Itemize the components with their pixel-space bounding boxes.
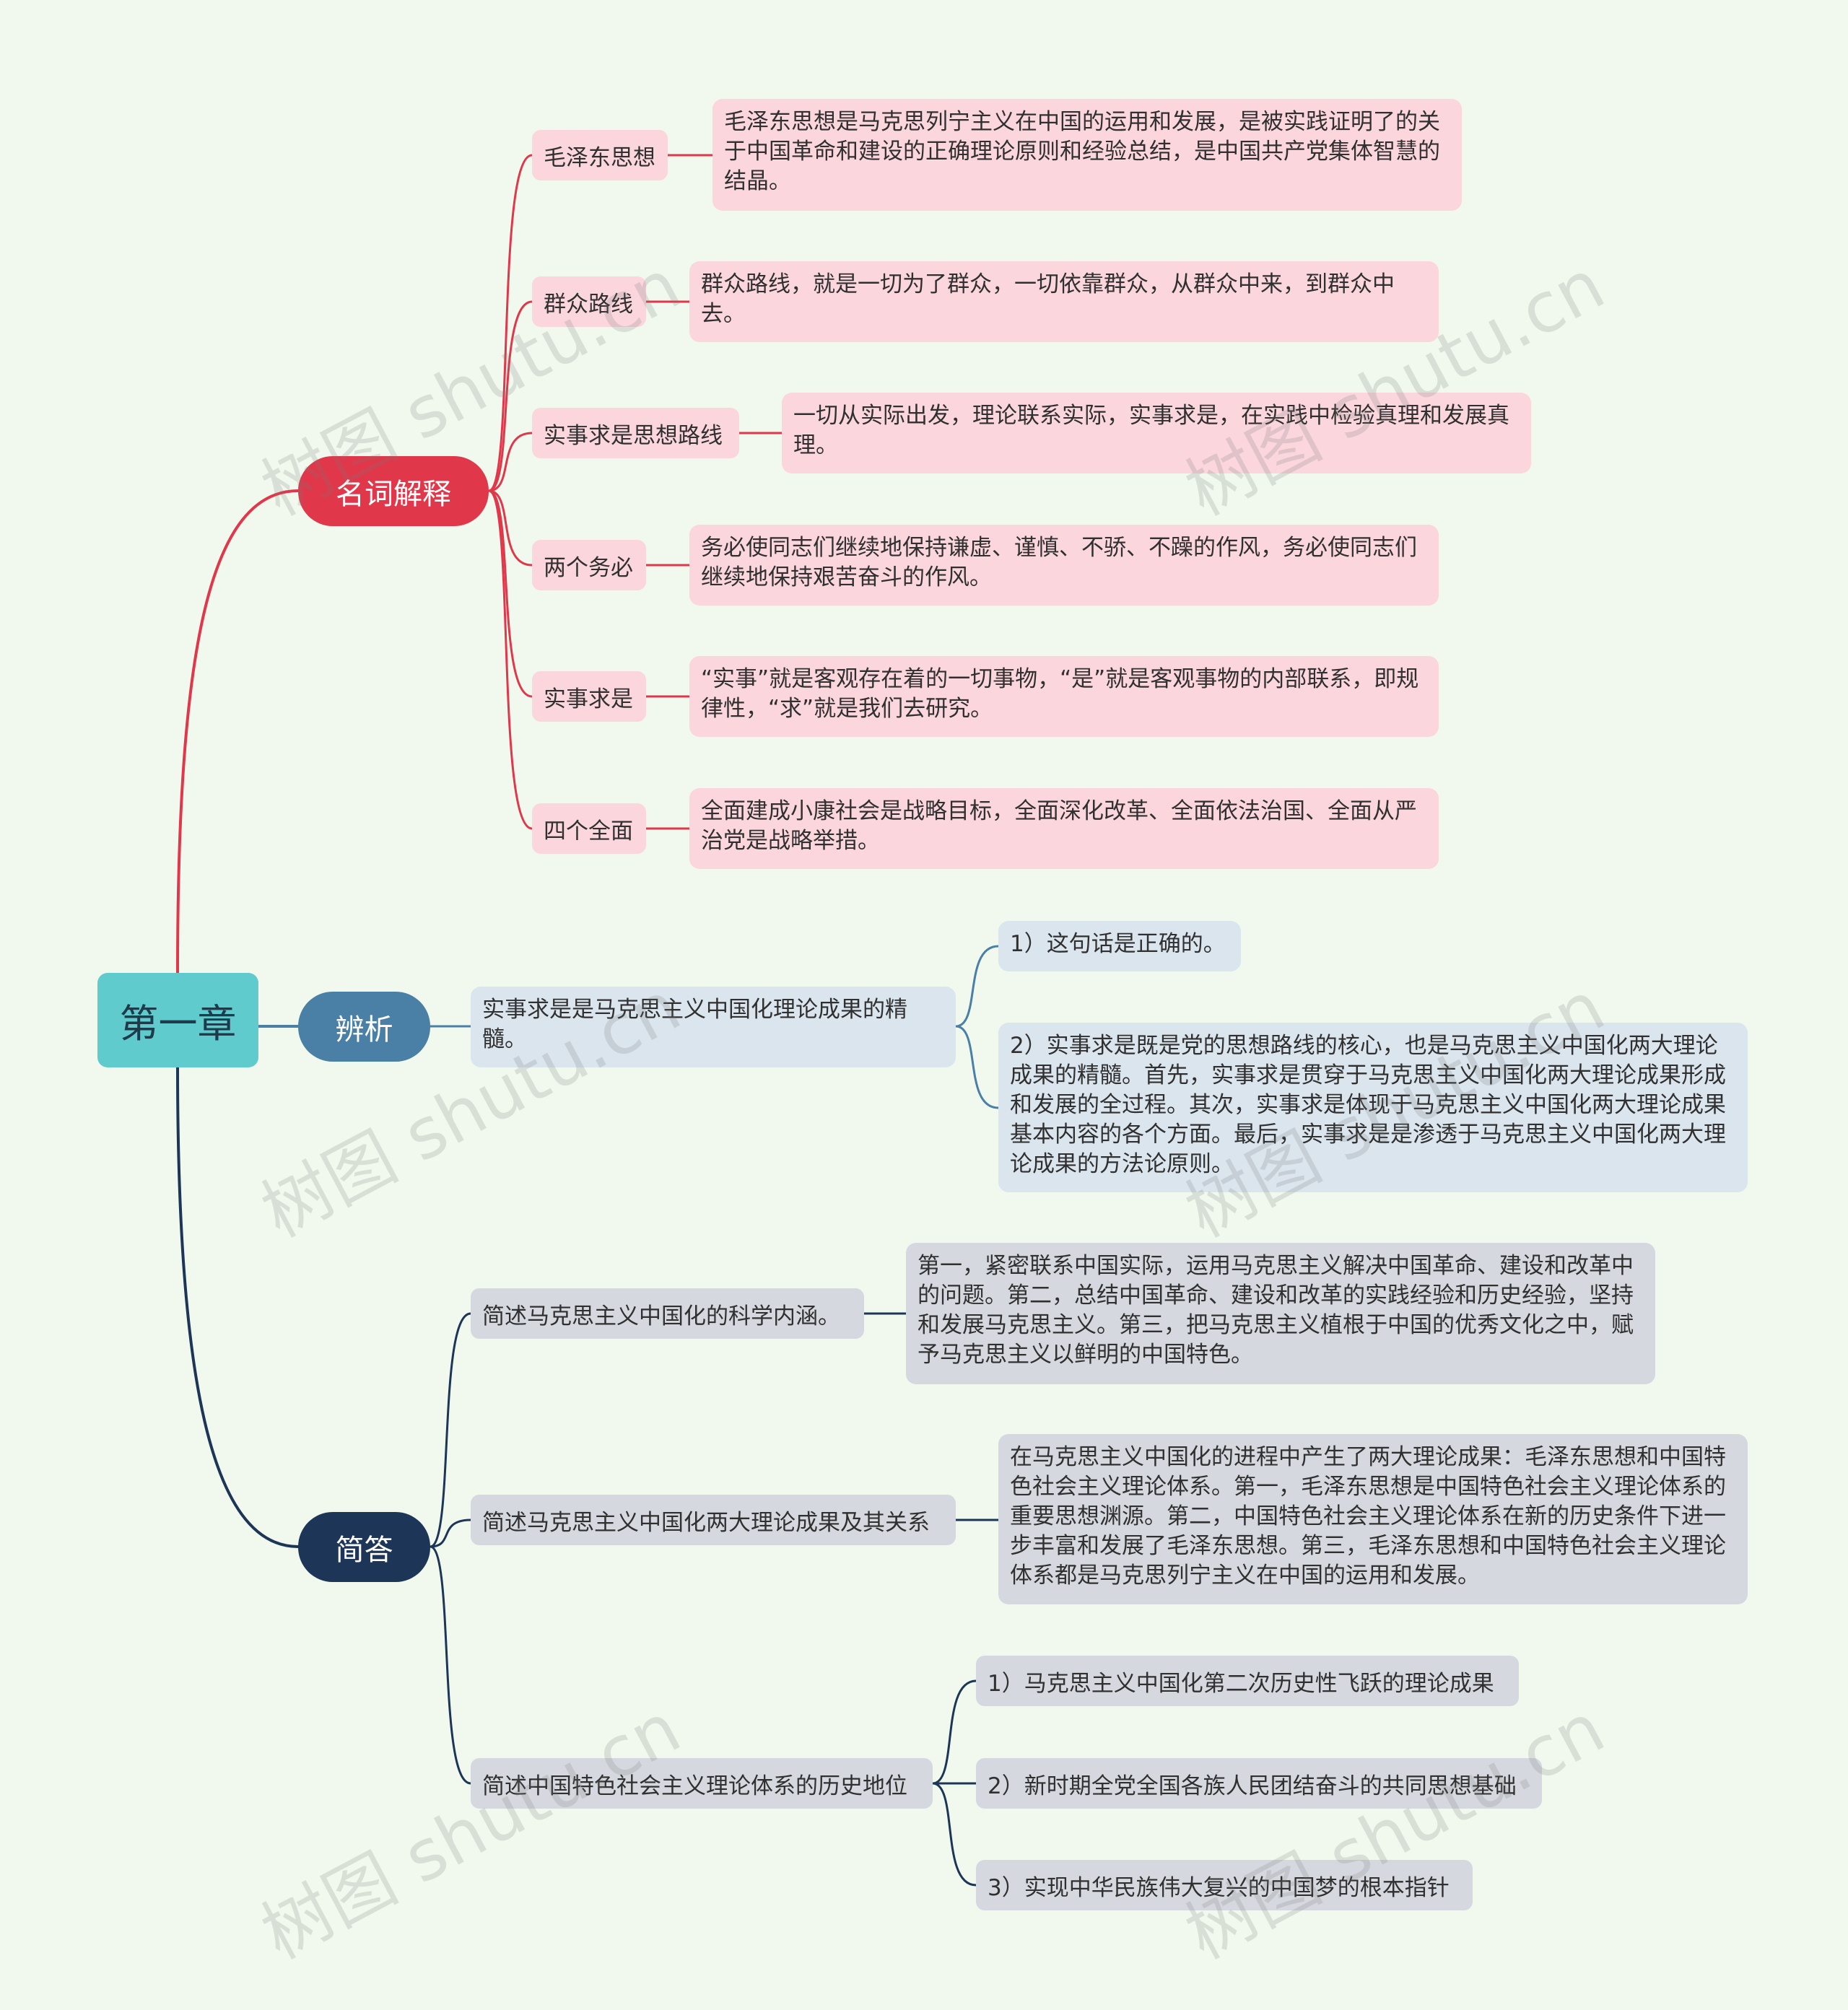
point-item[interactable]: 1）马克思主义中国化第二次历史性飞跃的理论成果: [976, 1656, 1519, 1706]
term-definition[interactable]: 毛泽东思想是马克思列宁主义在中国的运用和发展，是被实践证明了的关于中国革命和建设…: [712, 99, 1462, 211]
term-label[interactable]: 毛泽东思想: [532, 130, 668, 180]
question-answer[interactable]: 在马克思主义中国化的进程中产生了两大理论成果：毛泽东思想和中国特色社会主义理论体…: [998, 1434, 1748, 1604]
term-label[interactable]: 实事求是思想路线: [532, 408, 739, 458]
connector-line: [487, 489, 533, 830]
connector-line: [429, 1312, 472, 1548]
branch-term-explanation[interactable]: 名词解释: [298, 456, 489, 526]
term-definition[interactable]: 务必使同志们继续地保持谦虚、谨慎、不骄、不躁的作风，务必使同志们继续地保持艰苦奋…: [689, 525, 1439, 606]
term-definition[interactable]: 全面建成小康社会是战略目标，全面深化改革、全面依法治国、全面从严治党是战略举措。: [689, 788, 1439, 869]
connector-line: [487, 432, 533, 492]
analysis-answer[interactable]: 2）实事求是既是党的思想路线的核心，也是马克思主义中国化两大理论成果的精髓。首先…: [998, 1023, 1748, 1192]
connector-line: [487, 154, 533, 492]
question-item[interactable]: 简述马克思主义中国化两大理论成果及其关系: [471, 1495, 956, 1545]
branch-analysis[interactable]: 辨析: [298, 992, 430, 1062]
term-label[interactable]: 群众路线: [532, 276, 646, 327]
term-label[interactable]: 实事求是: [532, 671, 646, 722]
term-definition[interactable]: 一切从实际出发，理论联系实际，实事求是，在实践中检验真理和发展真理。: [782, 393, 1531, 473]
analysis-answer[interactable]: 1）这句话是正确的。: [998, 921, 1241, 971]
connector-line: [429, 1545, 472, 1785]
root-node[interactable]: 第一章: [97, 973, 258, 1067]
connector-line: [931, 1679, 977, 1785]
branch-short-answer[interactable]: 简答: [298, 1512, 430, 1582]
connector-line: [954, 945, 1000, 1028]
point-item[interactable]: 3）实现中华民族伟大复兴的中国梦的根本指针: [976, 1860, 1473, 1910]
term-definition[interactable]: 群众路线，就是一切为了群众，一切依靠群众，从群众中来，到群众中去。: [689, 261, 1439, 342]
connector-line: [429, 1519, 472, 1548]
connector-line: [487, 300, 533, 492]
connector-line: [487, 489, 533, 567]
connector-line: [176, 1066, 300, 1548]
connector-line: [487, 489, 533, 698]
term-definition[interactable]: “实事”就是客观存在着的一切事物，“是”就是客观事物的内部联系，即规律性，“求”…: [689, 656, 1439, 737]
question-answer[interactable]: 第一，紧密联系中国实际，运用马克思主义解决中国革命、建设和改革中的问题。第二，总…: [906, 1243, 1655, 1384]
connector-line: [931, 1782, 977, 1887]
question-item[interactable]: 简述中国特色社会主义理论体系的历史地位: [471, 1758, 933, 1809]
term-label[interactable]: 四个全面: [532, 803, 646, 854]
question-item[interactable]: 简述马克思主义中国化的科学内涵。: [471, 1288, 864, 1339]
connector-line: [954, 1025, 1000, 1109]
analysis-statement[interactable]: 实事求是是马克思主义中国化理论成果的精髓。: [471, 987, 956, 1067]
connector-line: [176, 489, 300, 974]
term-label[interactable]: 两个务必: [532, 540, 646, 590]
point-item[interactable]: 2）新时期全党全国各族人民团结奋斗的共同思想基础: [976, 1758, 1542, 1809]
